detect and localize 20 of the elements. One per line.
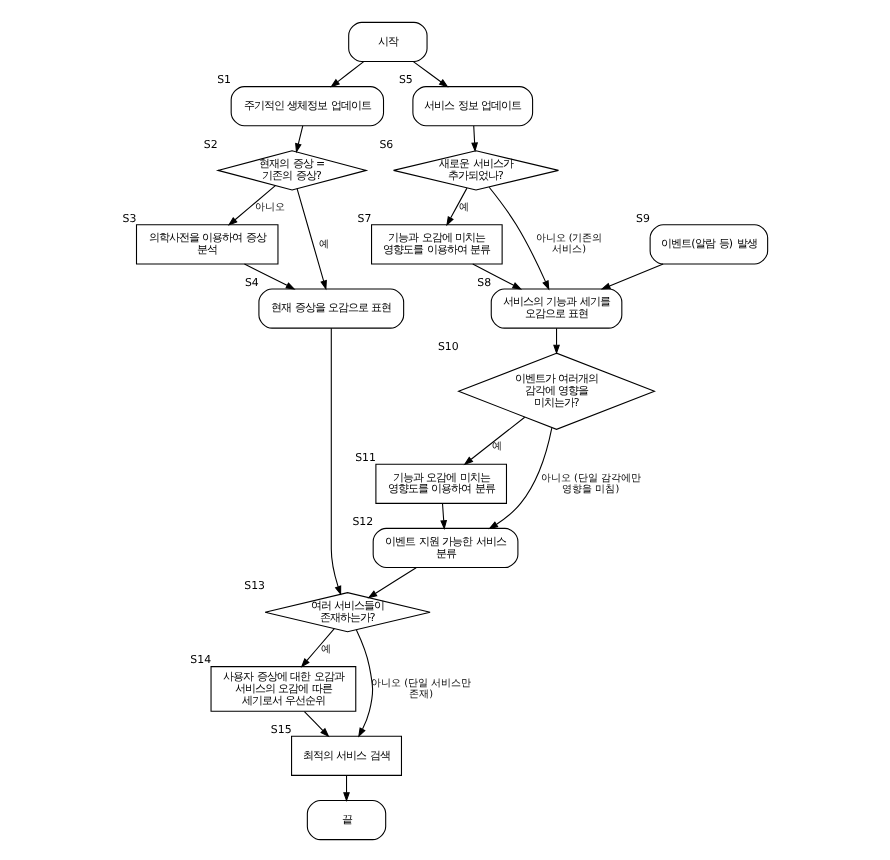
arrow	[330, 326, 342, 595]
arrow	[488, 185, 550, 290]
arrow	[227, 184, 276, 225]
arrow	[300, 627, 335, 667]
arrow	[600, 262, 664, 289]
arrow	[243, 262, 296, 289]
arrow	[553, 326, 560, 354]
arrow	[446, 186, 468, 226]
arrow	[303, 710, 330, 737]
arrow	[367, 566, 417, 598]
arrow	[440, 501, 448, 529]
arrow	[296, 187, 327, 290]
arrow	[463, 415, 526, 465]
arrow	[412, 60, 449, 87]
arrow	[295, 124, 304, 153]
arrow	[355, 628, 374, 737]
arrow	[472, 262, 523, 289]
arrow	[488, 426, 553, 529]
arrow	[471, 124, 479, 152]
arrow	[330, 60, 365, 87]
